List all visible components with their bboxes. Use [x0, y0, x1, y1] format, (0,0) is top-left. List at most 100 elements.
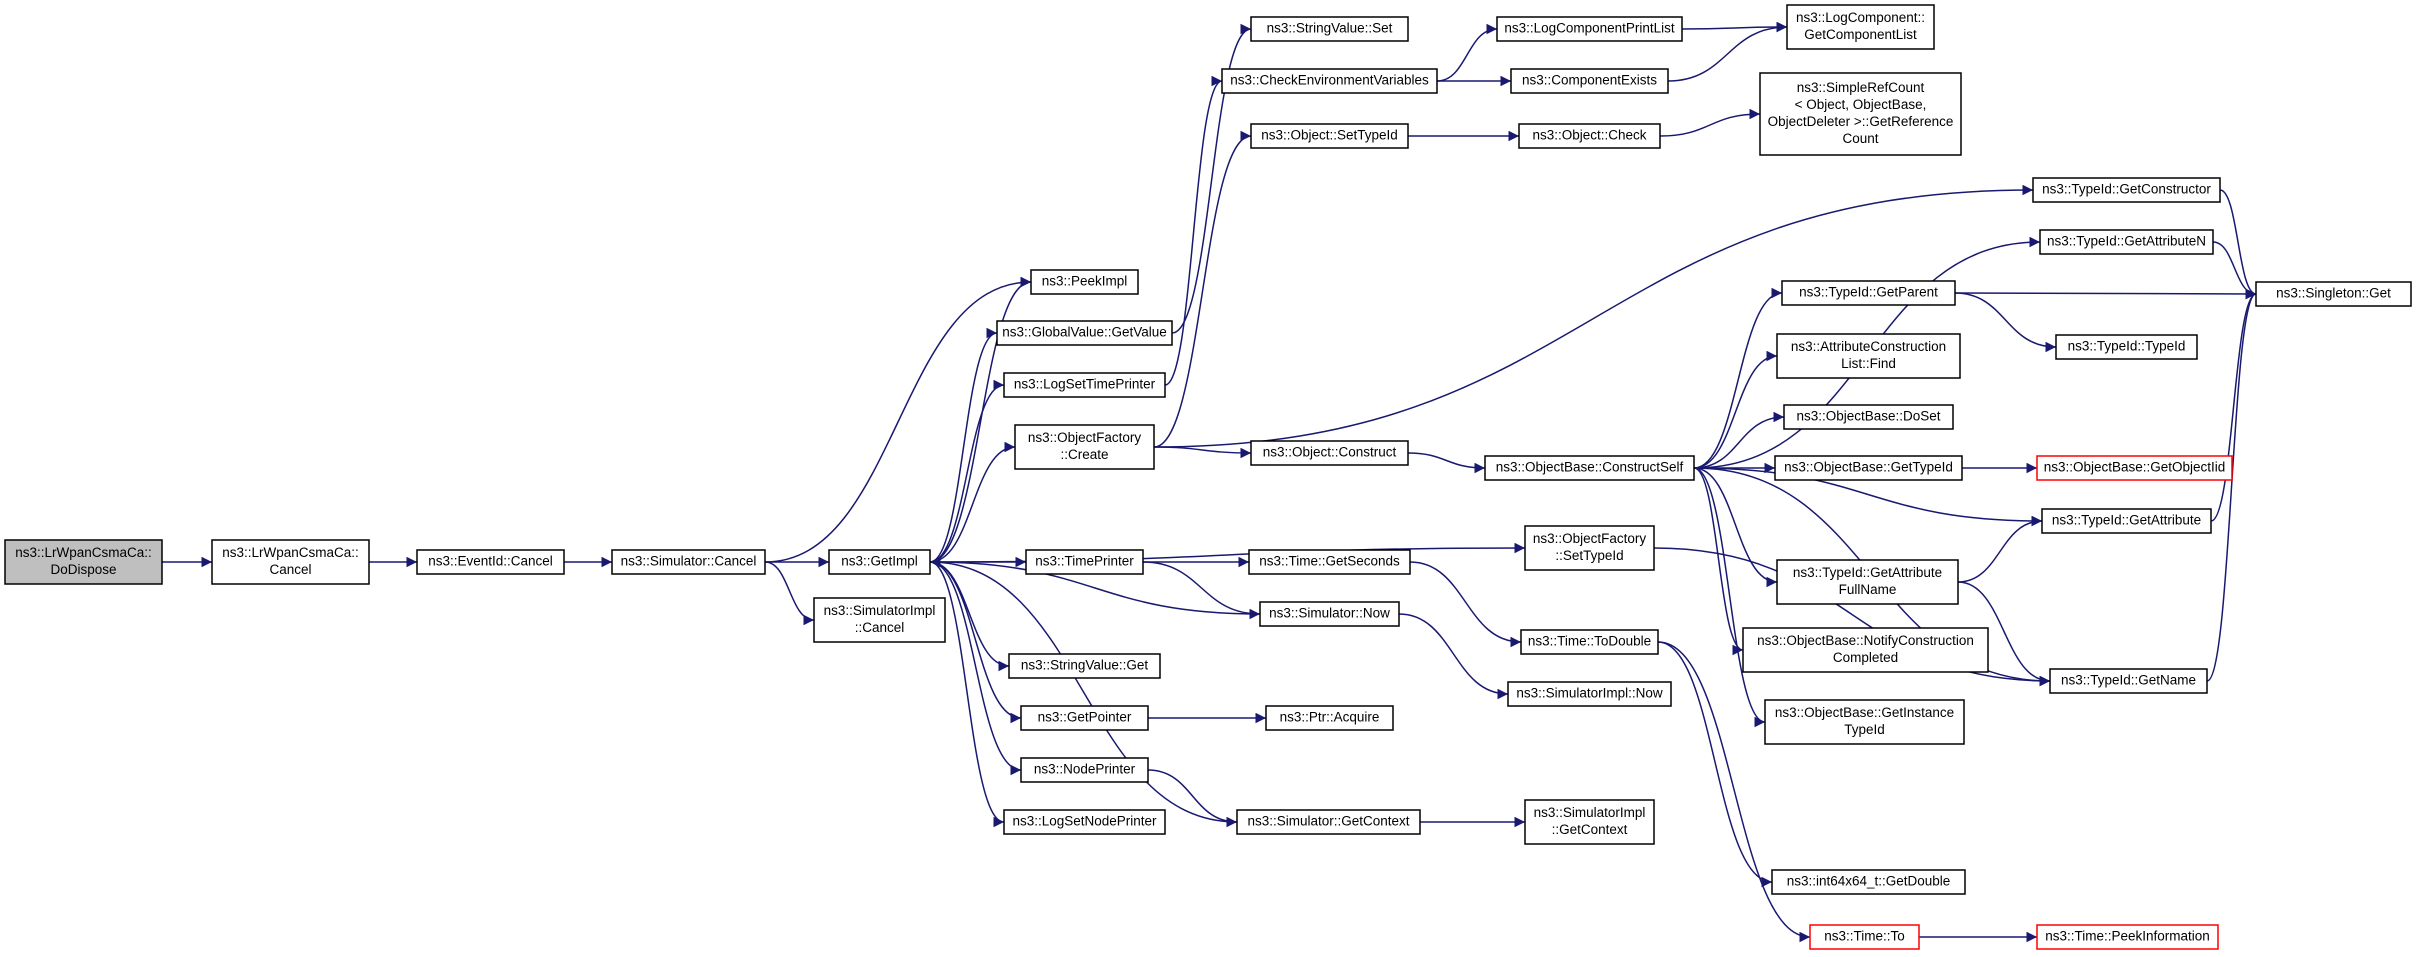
node-time-peek-info[interactable]: ns3::Time::PeekInformation — [2036, 924, 2219, 950]
node-int64-get-double[interactable]: ns3::int64x64_t::GetDouble — [1771, 869, 1966, 895]
node-box — [1524, 799, 1655, 845]
node-box — [1524, 525, 1655, 571]
node-label: ::GetContext — [1552, 822, 1628, 837]
node-sim-impl-cancel[interactable]: ns3::SimulatorImpl::Cancel — [813, 597, 946, 643]
node-simple-ref-count[interactable]: ns3::SimpleRefCount< Object, ObjectBase,… — [1759, 72, 1962, 156]
node-time-to[interactable]: ns3::Time::To — [1809, 924, 1920, 950]
node-peek-impl[interactable]: ns3::PeekImpl — [1030, 269, 1139, 295]
node-sim-cancel[interactable]: ns3::Simulator::Cancel — [611, 549, 766, 575]
node-label: ns3::Time::To — [1824, 929, 1905, 944]
node-label: ns3::SimulatorImpl — [1534, 805, 1646, 820]
node-box — [1248, 549, 1411, 575]
node-box — [1025, 549, 1144, 575]
node-tid-get-parent[interactable]: ns3::TypeId::GetParent — [1781, 280, 1956, 306]
edge-of-create-to-obj-set-type-id — [1153, 130, 1252, 448]
node-ptr-acquire[interactable]: ns3::Ptr::Acquire — [1265, 705, 1394, 731]
node-box — [1774, 455, 1963, 481]
node-label: ns3::SimulatorImpl — [824, 603, 936, 618]
node-time-to-double[interactable]: ns3::Time::ToDouble — [1520, 629, 1659, 655]
node-box — [1771, 869, 1966, 895]
node-csma-cancel[interactable]: ns3::LrWpanCsmaCa::Cancel — [211, 539, 370, 585]
node-singleton-get[interactable]: ns3::Singleton::Get — [2255, 281, 2412, 307]
node-box — [1781, 280, 1956, 306]
node-sv-get[interactable]: ns3::StringValue::Get — [1008, 653, 1161, 679]
node-tid-get-attribute-n[interactable]: ns3::TypeId::GetAttributeN — [2039, 229, 2214, 255]
node-label: TypeId — [1844, 722, 1885, 737]
edge-get-impl-to-log-set-node — [929, 561, 1005, 828]
node-label: ns3::Time::PeekInformation — [2045, 929, 2210, 944]
node-box — [2036, 924, 2219, 950]
node-sim-now[interactable]: ns3::Simulator::Now — [1259, 601, 1400, 627]
edge-tid-get-parent-to-singleton-get — [1954, 288, 2257, 300]
edge-of-set-type-id-to-tid-get-name — [1653, 547, 2051, 687]
node-time-get-seconds[interactable]: ns3::Time::GetSeconds — [1248, 549, 1411, 575]
node-box — [1510, 68, 1669, 94]
edge-sim-now-to-sim-impl-now — [1398, 613, 1509, 700]
node-box — [1809, 924, 1920, 950]
node-box — [1014, 424, 1155, 470]
node-box — [1759, 72, 1962, 156]
node-ob-construct-self[interactable]: ns3::ObjectBase::ConstructSelf — [1484, 455, 1695, 481]
node-box — [416, 549, 565, 575]
edge-get-impl-to-gv-get-value — [929, 327, 998, 563]
node-node-printer[interactable]: ns3::NodePrinter — [1020, 757, 1149, 783]
node-ob-get-type-id[interactable]: ns3::ObjectBase::GetTypeId — [1774, 455, 1963, 481]
node-ob-do-set[interactable]: ns3::ObjectBase::DoSet — [1783, 404, 1954, 430]
node-sim-impl-now[interactable]: ns3::SimulatorImpl::Now — [1507, 681, 1672, 707]
node-label: GetComponentList — [1804, 27, 1917, 42]
node-event-cancel[interactable]: ns3::EventId::Cancel — [416, 549, 565, 575]
node-obj-set-type-id[interactable]: ns3::Object::SetTypeId — [1250, 123, 1409, 149]
node-label: ns3::GlobalValue::GetValue — [1002, 325, 1167, 340]
node-tid-type-id[interactable]: ns3::TypeId::TypeId — [2055, 334, 2198, 360]
node-label: ns3::Object::SetTypeId — [1261, 128, 1398, 143]
node-label: ns3::Object::Construct — [1263, 445, 1397, 460]
node-ob-get-object-iid[interactable]: ns3::ObjectBase::GetObjectIid — [2036, 455, 2233, 481]
node-get-pointer[interactable]: ns3::GetPointer — [1020, 705, 1149, 731]
node-label: Cancel — [269, 562, 311, 577]
node-box — [996, 320, 1173, 346]
node-comp-exists[interactable]: ns3::ComponentExists — [1510, 68, 1669, 94]
node-log-set-time[interactable]: ns3::LogSetTimePrinter — [1003, 372, 1166, 398]
node-tid-get-constructor[interactable]: ns3::TypeId::GetConstructor — [2032, 177, 2221, 203]
node-tid-get-name[interactable]: ns3::TypeId::GetName — [2049, 668, 2208, 694]
node-obj-construct[interactable]: ns3::Object::Construct — [1250, 440, 1409, 466]
edge-sim-cancel-to-sim-impl-cancel — [764, 561, 815, 626]
edge-of-create-to-tid-get-constructor — [1153, 184, 2034, 448]
node-of-set-type-id[interactable]: ns3::ObjectFactory::SetTypeId — [1524, 525, 1655, 571]
node-check-env[interactable]: ns3::CheckEnvironmentVariables — [1221, 68, 1438, 94]
node-sv-set[interactable]: ns3::StringValue::Set — [1250, 16, 1409, 42]
node-of-create[interactable]: ns3::ObjectFactory::Create — [1014, 424, 1155, 470]
node-log-comp-get-list[interactable]: ns3::LogComponent::GetComponentList — [1786, 4, 1935, 50]
edge-get-impl-to-get-pointer — [929, 561, 1022, 724]
node-box — [1776, 559, 1959, 605]
node-obj-check[interactable]: ns3::Object::Check — [1518, 123, 1661, 149]
node-gv-get-value[interactable]: ns3::GlobalValue::GetValue — [996, 320, 1173, 346]
node-box — [2055, 334, 2198, 360]
node-log-set-node[interactable]: ns3::LogSetNodePrinter — [1003, 809, 1166, 835]
node-label: ns3::LrWpanCsmaCa:: — [15, 545, 152, 560]
node-sim-get-context[interactable]: ns3::Simulator::GetContext — [1236, 809, 1421, 835]
node-label: ns3::TypeId::GetAttribute — [2052, 513, 2201, 528]
node-time-printer[interactable]: ns3::TimePrinter — [1025, 549, 1144, 575]
node-label: ns3::Time::GetSeconds — [1259, 554, 1400, 569]
node-box — [1003, 809, 1166, 835]
node-log-comp-print[interactable]: ns3::LogComponentPrintList — [1496, 16, 1683, 42]
edge-ob-construct-self-to-ob-do-set — [1693, 411, 1785, 469]
node-tid-get-attribute[interactable]: ns3::TypeId::GetAttribute — [2041, 508, 2212, 534]
node-box — [2039, 229, 2214, 255]
node-ob-notify[interactable]: ns3::ObjectBase::NotifyConstructionCompl… — [1742, 627, 1989, 673]
node-get-impl[interactable]: ns3::GetImpl — [828, 549, 931, 575]
edge-node-printer-to-sim-get-context — [1147, 769, 1238, 828]
edge-get-impl-to-peek-impl — [929, 276, 1032, 563]
node-label: ns3::TypeId::GetConstructor — [2042, 182, 2211, 197]
node-box — [1221, 68, 1438, 94]
node-sim-impl-get-context[interactable]: ns3::SimulatorImpl::GetContext — [1524, 799, 1655, 845]
node-label: ns3::SimulatorImpl::Now — [1516, 686, 1663, 701]
node-label: ns3::ObjectFactory — [1533, 531, 1647, 546]
edge-time-printer-to-sim-now — [1142, 561, 1261, 620]
node-root[interactable]: ns3::LrWpanCsmaCa::DoDispose — [4, 539, 163, 585]
